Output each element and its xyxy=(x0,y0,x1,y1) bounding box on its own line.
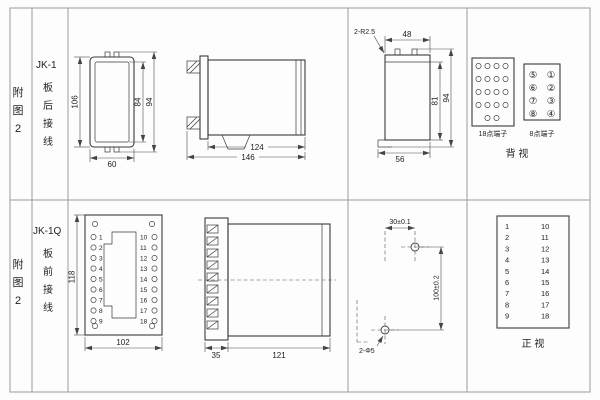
fig-label-row1: 附图2 xyxy=(12,87,24,135)
fig-label-row2: 附图2 xyxy=(12,259,24,307)
dim-label-118: 118 xyxy=(68,270,77,283)
front-view-label: 正 视 xyxy=(522,337,545,350)
dim-label-30: 30±0.1 xyxy=(389,219,410,226)
model-label-jk1q: JK-1Q xyxy=(33,226,62,237)
dim-label-48: 48 xyxy=(403,30,412,39)
jk1-front-view-drawing: 106 84 94 60 xyxy=(71,51,157,169)
wiring-type-label-row2: 板前接线 xyxy=(43,249,53,314)
dim-label-106: 106 xyxy=(71,95,80,109)
jk1-rear-view-drawing: 2-R2.5 48 81 94 56 xyxy=(354,29,454,164)
dim-label-84: 84 xyxy=(134,97,143,106)
dim-label-94b: 94 xyxy=(442,93,451,102)
jk1-side-view-drawing: 124 146 xyxy=(186,55,306,162)
jk1q-side-view-drawing: 35 121 xyxy=(198,217,336,360)
dim-label-124: 124 xyxy=(250,143,264,152)
terminal-8pt-label: 8点端子 xyxy=(530,129,555,138)
dim-label-121: 121 xyxy=(272,351,286,360)
terminal-18pt-label: 18点端子 xyxy=(479,129,508,138)
drill-holes-label: 2-Φ5 xyxy=(359,348,375,355)
dim-label-100: 100±0.2 xyxy=(434,275,441,300)
table-grid xyxy=(9,7,591,393)
model-label-jk1: JK-1 xyxy=(36,60,57,71)
rear-view-label: 背 视 xyxy=(506,147,529,160)
mounting-hole-plan-drawing: 30±0.1 100±0.2 2-Φ5 xyxy=(356,219,444,355)
dim-label-60: 60 xyxy=(108,160,117,169)
dim-label-102: 102 xyxy=(116,338,130,347)
dim-label-146: 146 xyxy=(241,153,255,162)
corner-radius-label: 2-R2.5 xyxy=(354,29,375,36)
dim-label-56: 56 xyxy=(396,155,405,164)
wiring-type-label-row1: 板后接线 xyxy=(43,83,53,148)
dim-label-81: 81 xyxy=(431,96,440,105)
dim-label-35: 35 xyxy=(212,351,221,360)
dim-label-94: 94 xyxy=(145,97,154,106)
